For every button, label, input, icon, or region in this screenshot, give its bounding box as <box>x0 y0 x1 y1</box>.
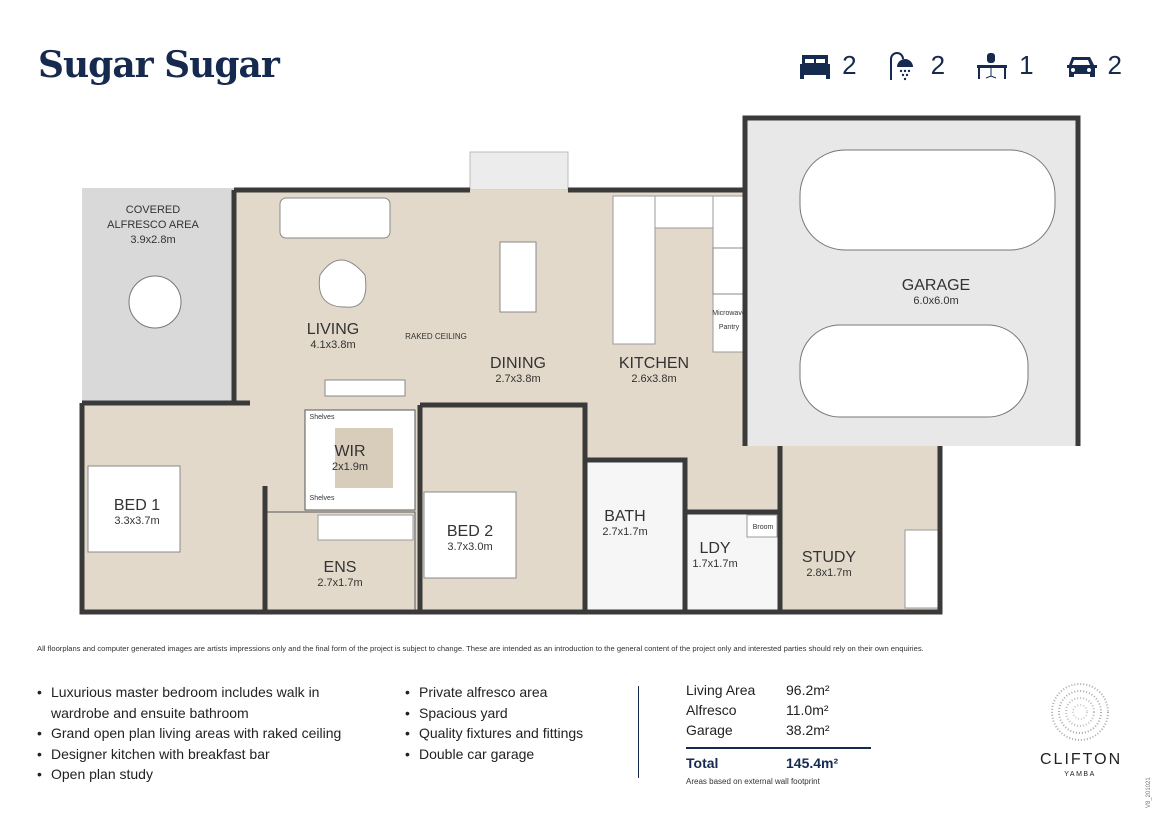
area-row: Living Area 96.2m² <box>686 682 871 702</box>
shower-icon <box>889 51 913 80</box>
bed2-bed <box>423 491 517 579</box>
spec-bathrooms: 2 <box>887 50 945 81</box>
feature-item: Grand open plan living areas with raked … <box>37 723 367 744</box>
spec-study: 1 <box>975 50 1034 81</box>
living-dim: 4.1x3.8m <box>310 339 355 351</box>
kitchen-island <box>612 195 656 345</box>
shelves-label: Shelves <box>310 414 335 421</box>
ens-label: ENS <box>324 559 357 576</box>
ldy-dim: 1.7x1.7m <box>692 558 737 570</box>
car-icon <box>799 324 1029 418</box>
shelves-label: Shelves <box>310 495 335 502</box>
features-list-right: Private alfresco area Spacious yard Qual… <box>405 682 583 764</box>
spec-bedrooms: 2 <box>798 50 857 81</box>
logo-name: CLIFTON <box>1040 751 1123 768</box>
car-icon <box>1066 56 1097 77</box>
raked-ceiling-label: RAKED CEILING <box>405 332 467 341</box>
area-label: Living Area <box>686 682 756 698</box>
spec-bedrooms-value: 2 <box>842 50 857 80</box>
version-code: V8_201021 <box>1146 777 1152 808</box>
spec-summary: 2 2 1 2 <box>798 50 1122 81</box>
area-row: Alfresco 11.0m² <box>686 702 871 722</box>
alfresco-label-2: ALFRESCO AREA <box>107 219 199 231</box>
disclaimer: All floorplans and computer generated im… <box>37 644 924 653</box>
bed2-label: BED 2 <box>447 523 493 540</box>
dining-dim: 2.7x3.8m <box>495 373 540 385</box>
ens-vanity <box>317 514 414 541</box>
ldy-label: LDY <box>699 540 730 557</box>
sofa <box>279 197 391 239</box>
living-label: LIVING <box>307 321 359 338</box>
logo-dots-icon <box>1051 683 1109 741</box>
wir-label: WIR <box>334 443 365 460</box>
walls <box>79 115 1081 615</box>
bath-label: BATH <box>604 508 645 525</box>
study-label: STUDY <box>802 549 857 566</box>
pantry-label: Pantry <box>719 324 740 331</box>
study-desk <box>904 529 941 609</box>
bed1-dim: 3.3x3.7m <box>114 515 159 527</box>
logo-sub: YAMBA <box>1064 771 1096 778</box>
study-dim: 2.8x1.7m <box>806 567 851 579</box>
area-label: Garage <box>686 722 733 738</box>
bed2-dim: 3.7x3.0m <box>447 541 492 553</box>
total-value: 145.4m² <box>786 755 839 771</box>
feature-item: Spacious yard <box>405 703 583 724</box>
alfresco-table <box>128 275 182 329</box>
bed1-label: BED 1 <box>114 497 160 514</box>
total-section: Total 145.4m² <box>686 747 871 775</box>
area-value: 11.0m² <box>786 702 829 718</box>
tv-unit <box>324 379 406 397</box>
dining-label: DINING <box>490 355 546 372</box>
broom-label: Broom <box>753 524 774 531</box>
floor-plan: COVERED ALFRESCO AREA 3.9x2.8m LIVING 4.… <box>79 115 1081 615</box>
feature-item: Double car garage <box>405 744 583 765</box>
features-list-left: Luxurious master bedroom includes walk i… <box>37 682 367 785</box>
feature-item: Open plan study <box>37 764 367 785</box>
divider <box>638 686 639 778</box>
feature-item: Quality fixtures and fittings <box>405 723 583 744</box>
wir-island <box>335 428 393 488</box>
spec-study-value: 1 <box>1019 50 1034 80</box>
feature-item: Designer kitchen with breakfast bar <box>37 744 367 765</box>
kitchen-sink <box>654 195 716 229</box>
desk-icon <box>977 52 1008 79</box>
window-bay <box>469 151 569 191</box>
spec-bathrooms-value: 2 <box>930 50 946 80</box>
coffee-table <box>318 259 367 308</box>
garage-dim: 6.0x6.0m <box>913 295 958 307</box>
bed1-bed <box>87 465 181 553</box>
ens-dim: 2.7x1.7m <box>317 577 362 589</box>
cooktop-icon <box>712 247 744 295</box>
bath-room <box>584 459 686 613</box>
bed-icon <box>800 54 831 79</box>
area-value: 96.2m² <box>786 682 830 698</box>
clifton-logo: CLIFTON YAMBA <box>1040 682 1120 778</box>
feature-item: Luxurious master bedroom includes walk i… <box>37 682 367 723</box>
spec-garage-value: 2 <box>1107 50 1122 80</box>
kitchen-label: KITCHEN <box>619 355 689 372</box>
area-label: Alfresco <box>686 702 737 718</box>
car-icon <box>799 149 1056 251</box>
area-table: Living Area 96.2m² Alfresco 11.0m² Garage 3… <box>686 682 871 786</box>
dining-table <box>499 241 537 313</box>
alfresco-dim: 3.9x2.8m <box>130 234 175 246</box>
microwave-label: Microwave <box>712 310 746 317</box>
broom-cupboard <box>746 514 778 538</box>
bath-dim: 2.7x1.7m <box>602 526 647 538</box>
alfresco-label: COVERED <box>126 204 180 216</box>
garage-label: GARAGE <box>902 277 970 294</box>
area-note: Areas based on external wall footprint <box>686 777 820 786</box>
area-row: Garage 38.2m² <box>686 722 871 742</box>
page-title: Sugar Sugar <box>38 44 280 86</box>
kitchen-dim: 2.6x3.8m <box>631 373 676 385</box>
total-row: Total 145.4m² <box>686 755 871 775</box>
total-label: Total <box>686 755 719 771</box>
area-value: 38.2m² <box>786 722 830 738</box>
feature-item: Private alfresco area <box>405 682 583 703</box>
spec-garage: 2 <box>1064 50 1122 81</box>
wir-dim: 2x1.9m <box>332 461 368 473</box>
